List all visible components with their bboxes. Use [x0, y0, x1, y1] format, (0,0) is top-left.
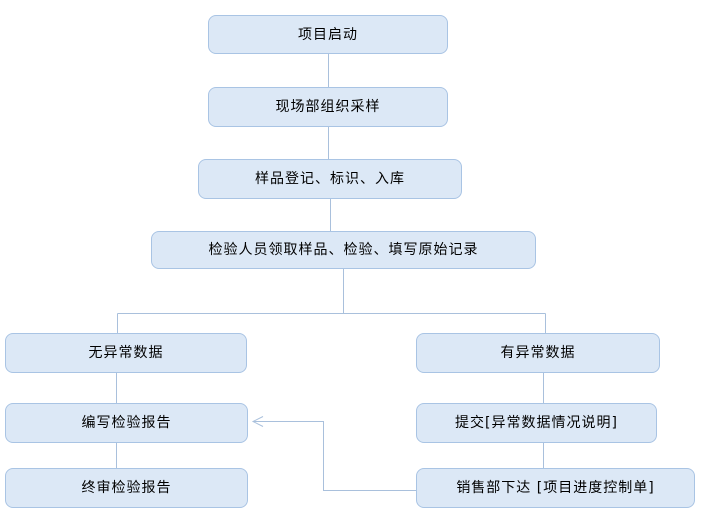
flow-node-registration: 样品登记、标识、入库 [198, 159, 462, 199]
flow-node-submit-explanation: 提交[异常数据情况说明] [416, 403, 657, 443]
arrowhead-left-icon [251, 416, 264, 427]
flow-node-inspection: 检验人员领取样品、检验、填写原始记录 [151, 231, 536, 269]
edge-sales-control-write-report [254, 421, 416, 491]
flow-node-write-report: 编写检验报告 [5, 403, 248, 443]
flow-node-no-abnormal: 无异常数据 [5, 333, 247, 373]
flow-node-sampling: 现场部组织采样 [208, 87, 448, 127]
flow-node-sales-control: 销售部下达 [项目进度控制单] [416, 468, 695, 508]
flow-node-start: 项目启动 [208, 15, 448, 54]
flow-node-abnormal: 有异常数据 [416, 333, 660, 373]
flow-node-final-review: 终审检验报告 [5, 468, 248, 508]
